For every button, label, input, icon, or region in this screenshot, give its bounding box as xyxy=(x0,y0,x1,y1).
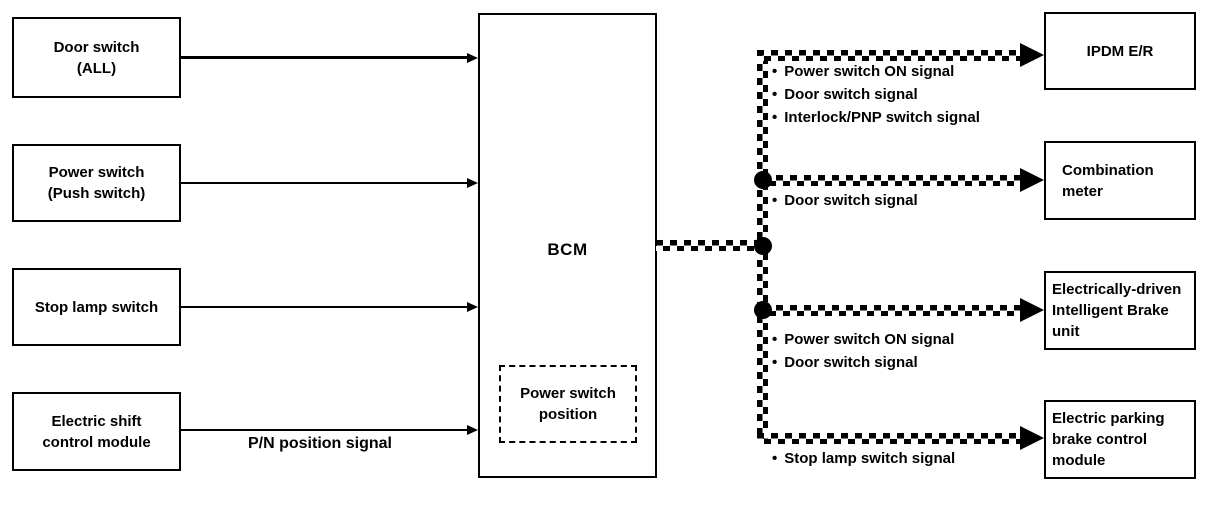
node-label-line: Combination xyxy=(1062,161,1154,179)
node-power-switch: Power switch (Push switch) xyxy=(12,144,181,222)
signal-item: • Power switch ON signal xyxy=(772,328,1052,351)
arrowhead-icon xyxy=(467,425,478,435)
bcm-label: BCM xyxy=(547,240,588,259)
node-label-line: brake control xyxy=(1052,431,1148,448)
signal-text: Interlock/PNP switch signal xyxy=(784,109,980,126)
signal-list-parking-brake: • Stop lamp switch signal xyxy=(772,447,1052,470)
can-branch-brake-unit xyxy=(762,305,1022,316)
arrowhead-icon xyxy=(467,53,478,63)
signal-item: • Door switch signal xyxy=(772,189,1052,212)
node-ipdm-er: IPDM E/R xyxy=(1044,12,1196,90)
bullet-icon: • xyxy=(772,354,778,371)
node-label-line: IPDM E/R xyxy=(1086,42,1154,60)
pn-position-signal-label: P/N position signal xyxy=(247,435,392,452)
signal-list-brake-unit: • Power switch ON signal • Door switch s… xyxy=(772,328,1052,374)
bullet-icon: • xyxy=(772,86,778,103)
arrowhead-icon xyxy=(467,178,478,188)
signal-text: Door switch signal xyxy=(784,192,918,209)
signal-list-ipdm: • Power switch ON signal • Door switch s… xyxy=(772,60,1052,129)
node-intelligent-brake-unit: Electrically-driven Intelligent Brake un… xyxy=(1044,271,1196,350)
node-label-line: control module xyxy=(42,433,151,451)
can-branch-parking-brake xyxy=(757,433,1022,444)
node-label-line: Power switch xyxy=(48,164,145,181)
inner-box-label-line: position xyxy=(538,406,598,423)
junction-dot xyxy=(754,237,772,255)
arrowhead-icon xyxy=(467,302,478,312)
can-branch-ipdm xyxy=(757,50,1022,61)
node-label-line: meter xyxy=(1062,182,1103,200)
node-label-line: Stop lamp switch xyxy=(34,298,159,316)
wire-power-switch-to-bcm xyxy=(181,182,467,184)
wire-electric-shift-to-bcm xyxy=(181,429,467,431)
bullet-icon: • xyxy=(772,331,778,348)
signal-text: Power switch ON signal xyxy=(784,331,955,348)
node-label-line: unit xyxy=(1052,323,1080,340)
junction-dot xyxy=(754,171,772,189)
can-line-bcm-output xyxy=(656,240,768,251)
node-label-line: Door switch xyxy=(53,38,140,56)
node-label-line: (Push switch) xyxy=(47,185,146,202)
node-label-line: Electrically-driven xyxy=(1052,281,1182,298)
inner-box-label-line: Power switch xyxy=(520,385,616,402)
junction-dot xyxy=(754,301,772,319)
wire-door-switch-to-bcm xyxy=(181,56,467,59)
bullet-icon: • xyxy=(772,192,778,209)
signal-list-combination-meter: • Door switch signal xyxy=(772,189,1052,212)
signal-text: Stop lamp switch signal xyxy=(784,450,956,467)
bullet-icon: • xyxy=(772,450,778,467)
signal-item: • Stop lamp switch signal xyxy=(772,447,1052,470)
signal-item: • Door switch signal xyxy=(772,351,1052,374)
signal-text: Power switch ON signal xyxy=(784,63,955,80)
wire-stop-lamp-switch-to-bcm xyxy=(181,306,467,308)
bullet-icon: • xyxy=(772,109,778,126)
bullet-icon: • xyxy=(772,63,778,80)
node-bcm: BCM Power switch position xyxy=(478,13,657,478)
signal-item: • Power switch ON signal xyxy=(772,60,1052,83)
signal-text: Door switch signal xyxy=(784,86,918,103)
node-label-line: Electric shift xyxy=(51,412,142,430)
arrowhead-icon xyxy=(1020,43,1044,67)
node-electric-shift-control-module: Electric shift control module xyxy=(12,392,181,471)
signal-text: Door switch signal xyxy=(784,354,918,371)
power-switch-position-box: Power switch position xyxy=(499,365,637,443)
signal-item: • Interlock/PNP switch signal xyxy=(772,106,1052,129)
node-stop-lamp-switch: Stop lamp switch xyxy=(12,268,181,346)
node-label-line: (ALL) xyxy=(76,59,117,77)
node-door-switch: Door switch (ALL) xyxy=(12,17,181,98)
arrowhead-icon xyxy=(1020,298,1044,322)
arrowhead-icon xyxy=(1020,168,1044,192)
arrowhead-icon xyxy=(1020,426,1044,450)
signal-item: • Door switch signal xyxy=(772,83,1052,106)
node-label-line: Electric parking xyxy=(1052,410,1165,427)
can-branch-combination-meter xyxy=(762,175,1022,186)
node-label-line: module xyxy=(1052,452,1106,469)
node-electric-parking-brake-module: Electric parking brake control module xyxy=(1044,400,1196,479)
node-combination-meter: Combination meter xyxy=(1044,141,1196,220)
node-label-line: Intelligent Brake xyxy=(1052,302,1169,319)
